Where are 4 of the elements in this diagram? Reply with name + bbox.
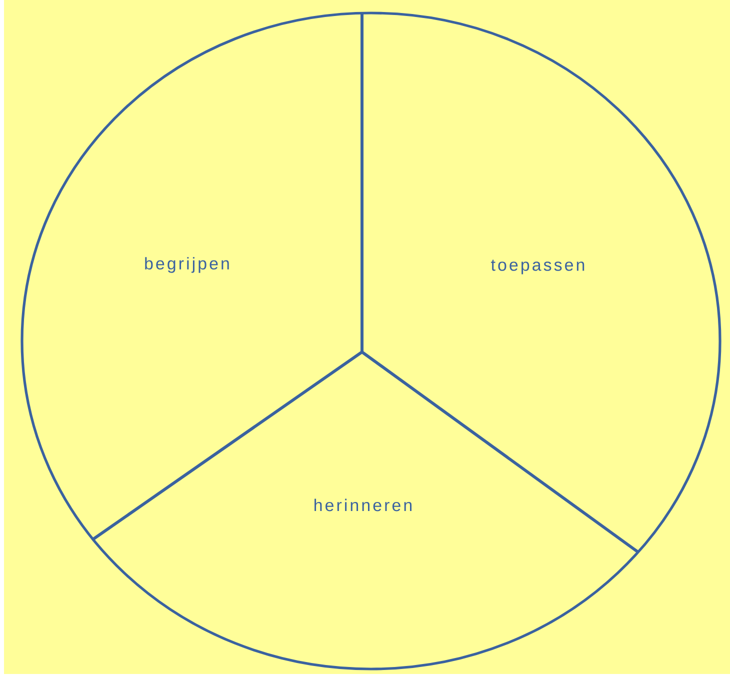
sector-label: toepassen xyxy=(491,260,584,274)
circle-outline xyxy=(20,12,722,670)
sector-label: begrijpen xyxy=(145,257,229,273)
sector-label: herinneren xyxy=(314,498,412,512)
